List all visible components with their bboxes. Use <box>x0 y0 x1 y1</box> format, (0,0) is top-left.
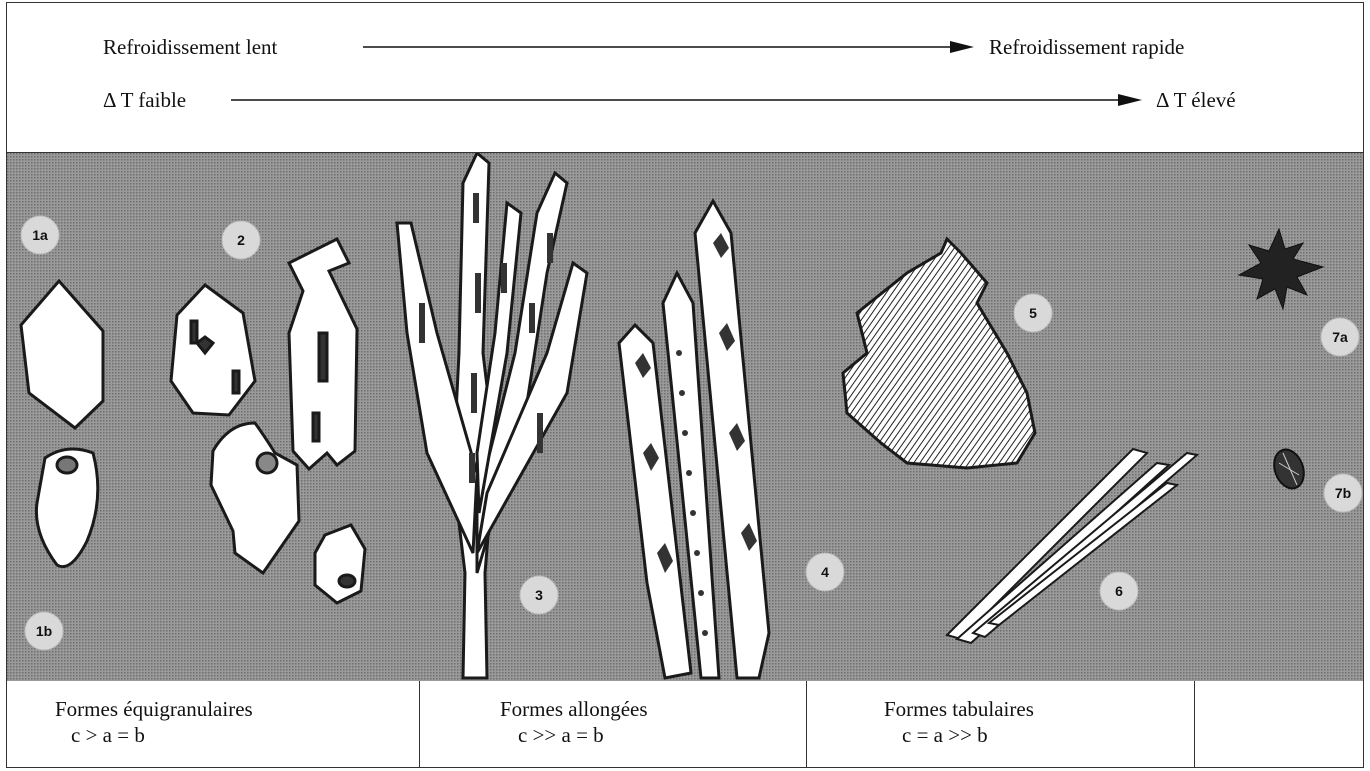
footer-tabular: Formes tabulaires c = a >> b <box>807 681 1195 767</box>
footer-empty <box>1195 681 1364 767</box>
label-6: 6 <box>1115 583 1123 599</box>
label-3: 3 <box>535 587 543 603</box>
cooling-arrow-head <box>950 41 974 53</box>
header-arrows <box>6 2 1364 152</box>
label-7b: 7b <box>1335 485 1351 501</box>
elongated-formula: c >> a = b <box>518 723 604 747</box>
crystal-panel: 1a 2 5 7a 7b 4 3 6 1b <box>7 152 1363 680</box>
footer-equigranular: Formes équigranulaires c > a = b <box>7 681 420 767</box>
footer-elongated: Formes allongées c >> a = b <box>420 681 807 767</box>
header: Refroidissement lent Refroidissement rap… <box>6 2 1364 152</box>
label-2: 2 <box>237 232 245 248</box>
tabular-formula: c = a >> b <box>902 723 988 747</box>
label-1b: 1b <box>36 623 52 639</box>
delta-t-arrow-head <box>1118 94 1142 106</box>
label-7a: 7a <box>1332 329 1348 345</box>
elongated-title: Formes allongées <box>500 697 648 721</box>
equigranular-title: Formes équigranulaires <box>55 697 253 721</box>
label-1a: 1a <box>32 227 48 243</box>
tabular-title: Formes tabulaires <box>884 697 1034 721</box>
crystal-drawing: 1a 2 5 7a 7b 4 3 6 1b <box>7 153 1363 681</box>
equigranular-formula: c > a = b <box>71 723 145 747</box>
label-4: 4 <box>821 564 829 580</box>
label-5: 5 <box>1029 305 1037 321</box>
